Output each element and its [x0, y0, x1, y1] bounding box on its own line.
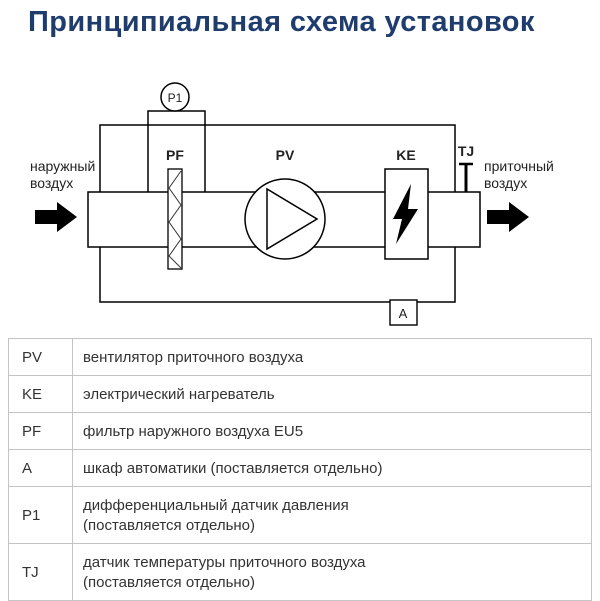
legend-description-text: шкаф автоматики (поставляется отдельно) — [83, 459, 383, 477]
legend-description: вентилятор приточного воздуха — [72, 338, 592, 376]
lightning-bolt-icon — [393, 184, 418, 244]
supply-air-label-line2: воздух — [484, 175, 527, 191]
schematic-diagram: A P1 TJ PF PV KE наружный воздух приточн… — [0, 72, 600, 340]
table-row: A шкаф автоматики (поставляется отдельно… — [8, 449, 592, 487]
legend-table: PV вентилятор приточного воздуха KE элек… — [8, 338, 592, 601]
page-title: Принципиальная схема установок — [28, 6, 535, 38]
heater-label: KE — [396, 147, 415, 163]
legend-description: шкаф автоматики (поставляется отдельно) — [72, 449, 592, 487]
filter-hatch — [168, 170, 182, 269]
supply-air-arrow-icon — [487, 202, 529, 232]
pressure-sensor-label: P1 — [168, 91, 183, 105]
schematic-svg: A P1 TJ PF PV KE наружный воздух приточн… — [30, 82, 554, 326]
legend-description-text: датчик температуры приточного воздуха — [83, 553, 366, 571]
table-row: P1 дифференциальный датчик давления (пос… — [8, 486, 592, 544]
fan-impeller-icon — [266, 187, 319, 251]
legend-symbol: KE — [8, 375, 73, 413]
legend-description: датчик температуры приточного воздуха (п… — [72, 543, 592, 601]
supply-air-label-line1: приточный — [484, 158, 554, 174]
legend-symbol: PF — [8, 412, 73, 450]
filter-symbol — [167, 168, 183, 270]
outside-air-label-line2: воздух — [30, 175, 73, 191]
pressure-sensor-symbol — [160, 82, 190, 112]
legend-description: фильтр наружного воздуха EU5 — [72, 412, 592, 450]
legend-description-text: вентилятор приточного воздуха — [83, 348, 304, 366]
legend-description-text: дифференциальный датчик давления — [83, 496, 349, 514]
temp-sensor-label: TJ — [458, 143, 474, 159]
legend-description: электрический нагреватель — [72, 375, 592, 413]
table-row: KE электрический нагреватель — [8, 375, 592, 413]
fan-label: PV — [276, 147, 295, 163]
outside-air-arrow-icon — [35, 202, 77, 232]
legend-symbol: A — [8, 449, 73, 487]
automation-box — [389, 299, 418, 326]
legend-description-text2: (поставляется отдельно) — [83, 516, 256, 534]
table-row: PF фильтр наружного воздуха EU5 — [8, 412, 592, 450]
legend-description-text: фильтр наружного воздуха EU5 — [83, 422, 304, 440]
legend-description-text: электрический нагреватель — [83, 385, 275, 403]
legend-symbol: PV — [8, 338, 73, 376]
table-row: PV вентилятор приточного воздуха — [8, 338, 592, 376]
legend-symbol: TJ — [8, 543, 73, 601]
legend-symbol: P1 — [8, 486, 73, 544]
table-row: TJ датчик температуры приточного воздуха… — [8, 543, 592, 601]
automation-box-label: A — [399, 306, 408, 321]
filter-label: PF — [166, 147, 184, 163]
legend-description-text2: (поставляется отдельно) — [83, 573, 256, 591]
outside-air-label-line1: наружный — [30, 158, 95, 174]
legend-description: дифференциальный датчик давления (постав… — [72, 486, 592, 544]
